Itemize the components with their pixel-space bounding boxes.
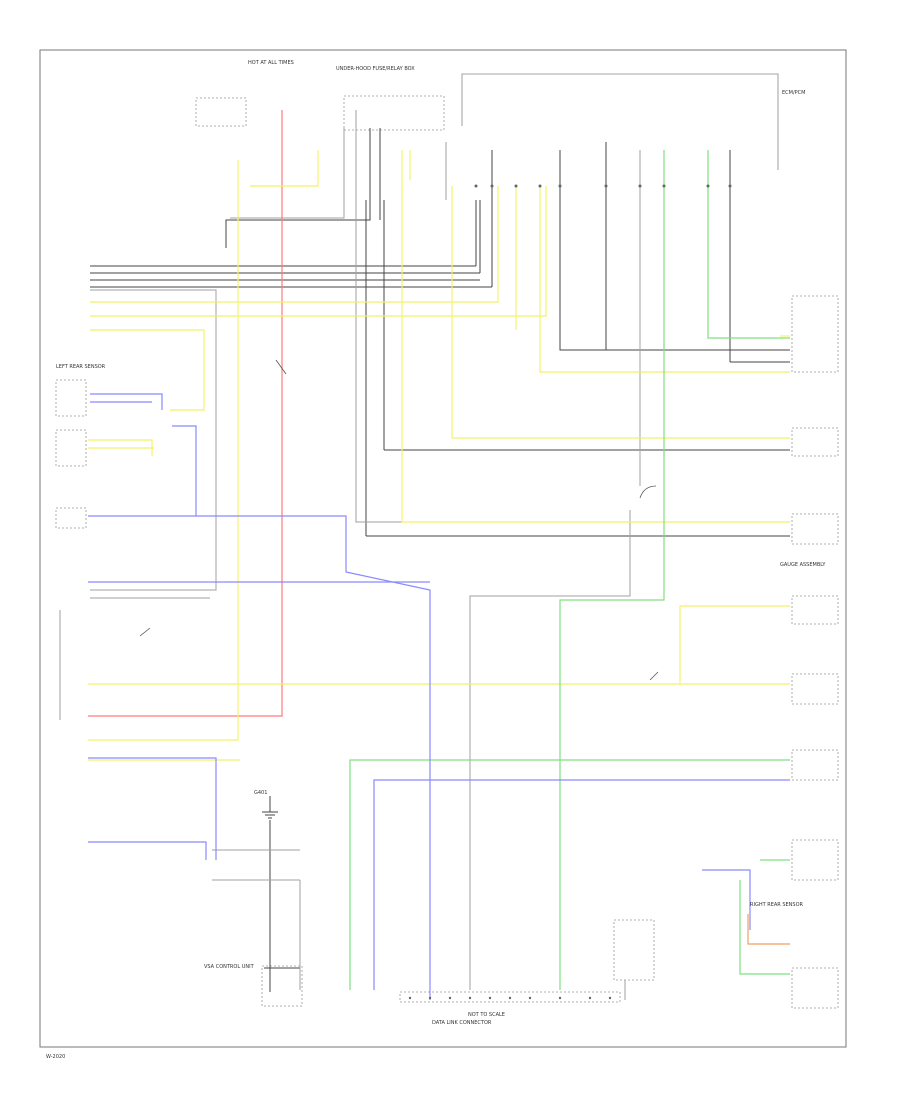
small-box-lower [613,919,655,981]
label-control-unit: VSA CONTROL UNIT [204,964,255,970]
left-sensor-box [55,379,87,417]
black-wires [90,128,790,992]
orange-wire [747,914,790,945]
ground-symbol [262,796,278,819]
component-boxes [55,95,839,1009]
bottom-box-control [261,965,303,1007]
right-box-7 [791,839,839,881]
connector-pins [408,184,732,1000]
label-left-rear-sensor: LEFT REAR SENSOR [56,364,106,370]
label-ground: G401 [254,790,267,796]
fuse-relay-box [343,95,445,131]
right-box-6 [791,749,839,781]
label-right-rear-sensor: RIGHT REAR SENSOR [750,902,804,908]
label-hot-at-all-times: HOT AT ALL TIMES [248,60,294,66]
label-not-to-scale: NOT TO SCALE [468,1012,505,1018]
blue-wires [88,393,790,1000]
right-box-2 [791,427,839,457]
diagram-frame [39,49,847,1048]
label-data-link: DATA LINK CONNECTOR [432,1020,492,1026]
gray-wires [59,110,790,1000]
label-ecm-pcm: ECM/PCM [782,90,805,96]
ignition-switch-box [195,97,247,127]
right-box-5 [791,673,839,705]
right-box-1 [791,295,839,373]
red-wire [88,110,283,717]
corner-mark: W-2020 [46,1054,65,1060]
data-link-box [399,991,621,1003]
yellow-wires [88,150,790,761]
module-box-a [55,429,87,467]
right-box-4 [791,595,839,625]
label-fuse-box: UNDER-HOOD FUSE/RELAY BOX [336,66,415,72]
switch-glyphs [139,359,659,681]
label-gauge-assembly: GAUGE ASSEMBLY [780,562,826,568]
right-box-8 [791,967,839,1009]
pressure-sensor-box [55,507,87,529]
green-wires [349,150,790,990]
right-box-3 [791,513,839,545]
ecm-outline [461,73,779,170]
